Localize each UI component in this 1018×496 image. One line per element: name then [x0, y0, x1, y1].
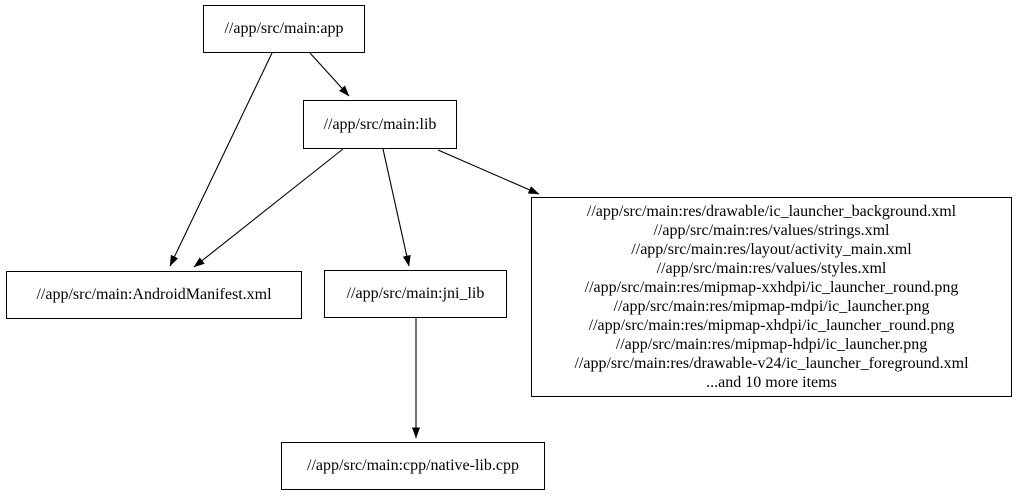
node-label-line: //app/src/main:res/drawable-v24/ic_launc…: [574, 355, 969, 372]
graph-node-res-group: //app/src/main:res/drawable/ic_launcher_…: [531, 197, 1012, 397]
node-label-line: //app/src/main:res/mipmap-xhdpi/ic_launc…: [588, 317, 955, 334]
edge-app-to-manifest: [169, 52, 273, 267]
graph-node-jni-lib: //app/src/main:jni_lib: [324, 270, 507, 318]
node-label: //app/src/main:lib: [323, 115, 437, 133]
edge-lib-to-res-group: [437, 149, 540, 195]
graph-node-native-lib: //app/src/main:cpp/native-lib.cpp: [281, 442, 545, 490]
node-label: //app/src/main:jni_lib: [346, 285, 485, 302]
node-label: //app/src/main:AndroidManifest.xml: [36, 286, 272, 303]
node-label-line: //app/src/main:res/layout/activity_main.…: [631, 241, 912, 258]
node-label-line: //app/src/main:res/drawable/ic_launcher_…: [586, 203, 957, 220]
node-label: //app/src/main:cpp/native-lib.cpp: [307, 457, 519, 474]
graph-node-lib: //app/src/main:lib: [303, 100, 457, 149]
node-label-line: //app/src/main:res/mipmap-xxhdpi/ic_laun…: [584, 279, 959, 296]
edge-lib-to-manifest: [193, 148, 344, 268]
node-label-line: //app/src/main:res/mipmap-mdpi/ic_launch…: [613, 298, 930, 315]
edge-app-to-lib: [309, 52, 350, 97]
graph-node-android-manifest: //app/src/main:AndroidManifest.xml: [6, 271, 302, 319]
node-label-line: //app/src/main:res/values/strings.xml: [653, 222, 890, 239]
node-label-line: ...and 10 more items: [706, 374, 837, 391]
edge-lib-to-jni-lib: [382, 148, 411, 267]
node-label-line: //app/src/main:res/mipmap-hdpi/ic_launch…: [615, 336, 928, 353]
node-label: //app/src/main:app: [224, 20, 344, 37]
graph-node-app: //app/src/main:app: [203, 5, 365, 53]
node-label-line: //app/src/main:res/values/styles.xml: [656, 260, 887, 277]
